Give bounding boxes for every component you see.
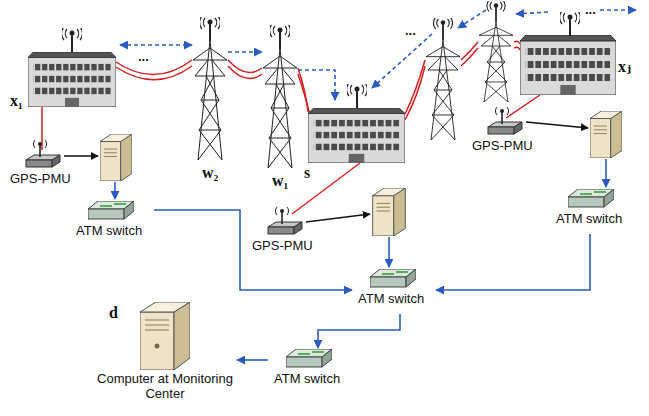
transmission-tower [263,48,297,168]
power-line [116,41,520,114]
atm-switch: ATM switch [268,348,352,394]
node-symbol: w₁ [272,172,288,190]
network-link [237,359,268,361]
pmu-arrow [306,214,370,222]
gps-pmu: GPS-PMU [250,205,330,259]
atm-switch: ATM switch [70,200,154,246]
substation-building [28,52,116,107]
atm-switch: ATM switch [352,268,436,314]
wireless-arrow [600,9,636,11]
antenna [347,83,368,108]
node-label: ATM switch [556,212,622,227]
network-link [318,314,400,348]
server-icon [590,111,622,158]
node-symbol: x₁ [10,92,23,110]
node-symbol: d [109,304,118,322]
antenna [487,0,505,22]
wireless-links [372,10,636,88]
node-label: GPS-PMU [252,239,313,254]
node-label: Computer at Monitoring Center [95,372,235,402]
substation: s [302,100,410,186]
antenna [200,16,221,41]
gps-pmu: GPS-PMU [470,105,550,159]
antenna [270,24,291,49]
transmission-tower: w₂ [192,36,228,186]
transmission-tower [426,40,460,140]
network-link [154,210,352,290]
antenna [433,17,452,40]
wireless-arrow [516,12,548,14]
antenna [62,27,83,52]
substation: x₁ [8,30,120,130]
pmu-arrow [526,122,588,128]
transmission-tower: w₁ [262,44,298,194]
server-icon [373,188,406,236]
ellipsis-mark: ... [138,50,149,63]
node-symbol: s [304,164,310,182]
atm-switch-icon [88,201,134,219]
server-link [605,159,607,187]
node-label: ATM switch [358,292,424,307]
node-label: GPS-PMU [10,172,71,187]
atm-switch-icon [370,269,416,287]
ellipsis-mark: ... [585,3,596,16]
server-link [114,182,116,199]
monitoring-computer: dComputer at Monitoring Center [95,298,237,412]
ellipsis-mark: ... [405,24,416,37]
node-label: ATM switch [274,372,340,387]
pmu-arrow [64,155,98,156]
computer-icon [140,302,190,370]
transmission-tower [193,40,227,160]
gps-pmu-icon [488,107,522,134]
server-icon [100,134,132,181]
server-link [388,237,390,267]
pmu-links [64,122,606,267]
atm-switch-icon [568,189,614,207]
wireless-link [228,51,262,53]
atm-switch: ATM switch [550,188,634,234]
node-symbol: w₂ [202,164,218,182]
node-label: GPS-PMU [472,139,533,154]
substation: xⱼ [510,14,644,104]
substation-building [308,108,405,163]
gps-pmu-icon [26,140,60,167]
atm-switch-icon [286,349,332,367]
wireless-arrow [458,10,486,28]
network-link [436,234,590,290]
wireless-arrow [372,34,432,88]
gps-pmu: GPS-PMU [8,138,88,192]
transmission-tower [479,22,513,102]
substation-building [520,35,616,95]
gps-pmu-icon [268,207,302,234]
wireless-link [120,44,192,46]
power-lines [42,41,540,214]
antenna [560,11,581,36]
wireless-link [298,70,335,100]
node-label: ATM switch [76,224,142,239]
node-symbol: xⱼ [618,58,631,76]
